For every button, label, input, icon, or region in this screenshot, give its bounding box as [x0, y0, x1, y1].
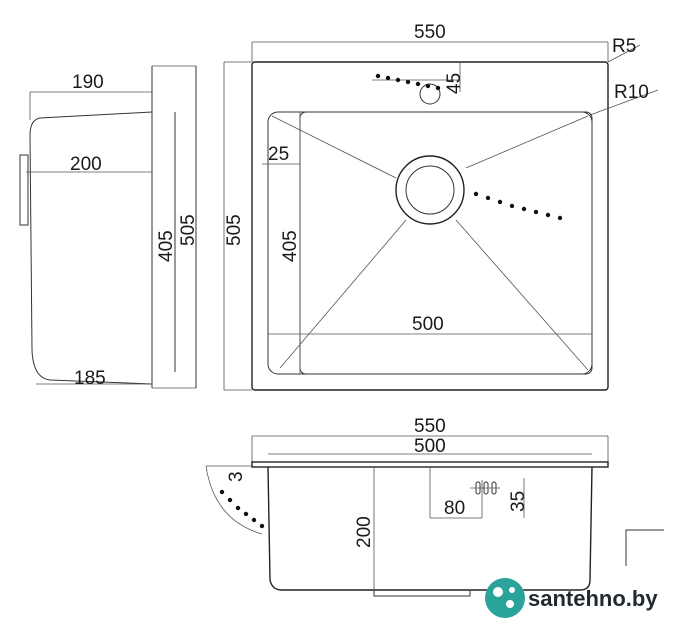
slope-bottom-left [279, 219, 407, 369]
slope-top-right [465, 115, 589, 169]
slope-top-left [271, 115, 397, 179]
front-overflow-height-label: 35 [508, 491, 529, 512]
inner-height-label: 405 [280, 230, 301, 262]
overflow-dots [375, 73, 441, 91]
brand-name: santehno.by [528, 586, 658, 611]
brand-logo: santehno.by [485, 578, 658, 618]
side-outer-height-label: 505 [178, 214, 199, 246]
corner-radius-label: R5 [612, 36, 636, 57]
drain-dots [473, 191, 563, 221]
inner-width-label: 500 [412, 314, 444, 335]
top-outer-height-label: 505 [224, 214, 245, 246]
side-mid-width-label: 200 [70, 154, 102, 175]
drain-inner [405, 165, 455, 215]
sink-outer-outline [251, 61, 609, 391]
slope-bottom-right [455, 219, 589, 371]
front-flange [251, 461, 609, 468]
flange-callout-dots [219, 489, 265, 529]
side-inner-height-label: 405 [156, 230, 177, 262]
r10-leader [589, 89, 659, 116]
side-bottom-width-label: 185 [74, 368, 106, 389]
brand-logo-icon [485, 578, 525, 618]
side-bowl-profile [29, 111, 153, 385]
front-view: 550 500 200 80 35 3 [205, 416, 664, 597]
front-inner-width-label: 500 [414, 436, 446, 457]
top-outer-width-label: 550 [414, 22, 446, 43]
front-bowl-outline [267, 466, 593, 591]
flange-label: 25 [268, 144, 289, 165]
side-outlet-stub [19, 154, 29, 226]
bowl-bottom-outline [299, 111, 593, 375]
side-top-width-label: 190 [72, 72, 104, 93]
overflow-offset-label: 45 [444, 73, 465, 94]
corner-bracket [625, 529, 664, 566]
front-overflow-width-label: 80 [444, 498, 465, 519]
overflow-hole [419, 83, 441, 105]
r5-leader [607, 44, 641, 63]
side-view: 190 200 185 405 505 [19, 65, 199, 389]
front-outer-width-label: 550 [414, 416, 446, 437]
front-drain-stub [373, 590, 471, 597]
inner-radius-label: R10 [614, 82, 649, 103]
overflow-slots [470, 481, 500, 495]
drain-outer [395, 155, 465, 225]
top-view: 505 550 R5 R10 45 [223, 22, 659, 391]
front-flange-thickness-label: 3 [226, 471, 247, 482]
flange-callout-arc [205, 465, 263, 535]
front-depth-label: 200 [354, 516, 375, 548]
